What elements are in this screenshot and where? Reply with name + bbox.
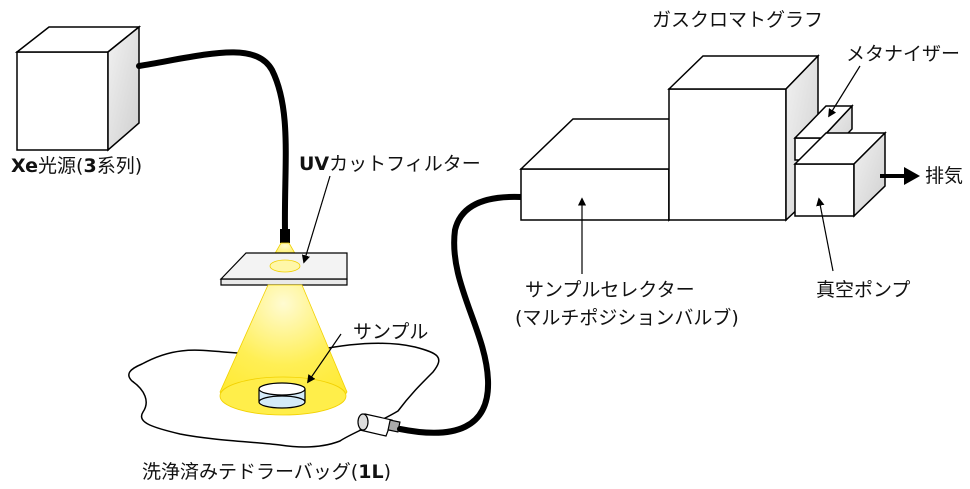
xe-light-source-box bbox=[14, 25, 142, 152]
label-sample-selector: サンプルセレクター bbox=[525, 279, 695, 301]
label-methanizer: メタナイザー bbox=[846, 43, 961, 65]
down-arrow-icon bbox=[301, 175, 331, 264]
fiber-tip bbox=[280, 229, 290, 243]
sample-dish bbox=[258, 382, 306, 409]
label-gas-chromatograph: ガスクロマトグラフ bbox=[652, 9, 824, 31]
uv-cut-filter bbox=[219, 252, 348, 286]
label-sample: サンプル bbox=[353, 321, 429, 343]
vacuum-pump-box bbox=[793, 131, 887, 218]
down-arrow-icon bbox=[828, 65, 861, 118]
label-vacuum-pump: 真空ポンプ bbox=[816, 279, 911, 301]
right-arrow-icon bbox=[880, 167, 920, 185]
label-uv-cut-filter: UVカットフィルター bbox=[299, 153, 481, 175]
label-multi-position-valve: (マルチポジションバルブ) bbox=[515, 307, 739, 329]
label-exhaust: 排気 bbox=[925, 165, 964, 187]
sample-tube bbox=[397, 193, 524, 436]
down-arrow-icon bbox=[816, 197, 834, 272]
optical-fiber bbox=[136, 49, 289, 233]
label-tedlar-bag: 洗浄済みテドラーバッグ(1L) bbox=[142, 461, 391, 483]
label-xe-light-source: Xe光源(3系列) bbox=[11, 155, 143, 177]
bag-valve bbox=[357, 413, 401, 437]
down-arrow-icon bbox=[307, 333, 342, 384]
